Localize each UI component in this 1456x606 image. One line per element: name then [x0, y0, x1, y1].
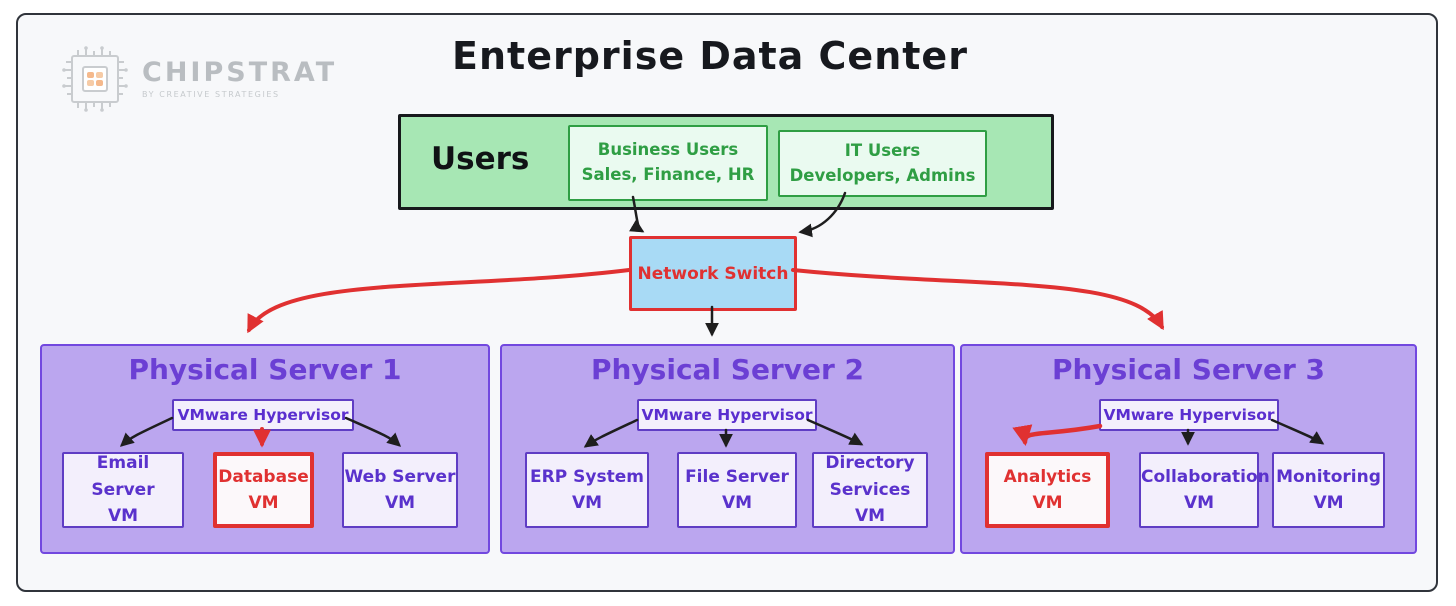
hypervisor-node: VMware Hypervisor — [637, 399, 817, 431]
vm-suffix: VM — [1183, 493, 1215, 513]
physical-server-2: Physical Server 2 VMware Hypervisor ERP … — [500, 344, 955, 554]
users-panel: Users Business Users Sales, Finance, HR … — [398, 114, 1054, 210]
vm-analytics: Analytics VM — [985, 452, 1110, 528]
physical-server-3: Physical Server 3 VMware Hypervisor Anal… — [960, 344, 1417, 554]
vm-file-server: File Server VM — [677, 452, 797, 528]
vm-suffix: VM — [107, 506, 139, 527]
vm-name: ERP System — [530, 466, 644, 487]
brand-tagline: BY CREATIVE STRATEGIES — [142, 90, 280, 99]
vm-suffix: VM — [1313, 493, 1344, 513]
server-title: Physical Server 1 — [128, 353, 402, 386]
chip-icon — [62, 46, 128, 112]
vm-suffix: VM — [384, 493, 416, 513]
user-group-subtitle: Developers, Admins — [789, 165, 976, 185]
users-label: Users — [431, 141, 530, 177]
hypervisor-node: VMware Hypervisor — [172, 399, 354, 431]
vm-collaboration: Collaboration VM — [1139, 452, 1270, 528]
vm-name: Directory — [825, 453, 915, 474]
vm-name: Analytics — [1003, 466, 1092, 487]
server-title: Physical Server 3 — [1051, 353, 1326, 386]
brand-text: CHIPSTRAT BY CREATIVE STRATEGIES — [142, 59, 337, 99]
user-group-business: Business Users Sales, Finance, HR — [568, 125, 768, 201]
vm-name: Monitoring — [1276, 466, 1381, 487]
user-group-subtitle: Sales, Finance, HR — [581, 165, 755, 184]
vm-suffix: Services VM — [829, 479, 911, 527]
vm-monitoring: Monitoring VM — [1272, 452, 1385, 528]
hypervisor-node: VMware Hypervisor — [1099, 399, 1279, 431]
vm-name: File Server — [685, 466, 789, 487]
vm-email-server: Email Server VM — [62, 452, 184, 528]
brand-logo: CHIPSTRAT BY CREATIVE STRATEGIES — [62, 46, 337, 112]
network-switch-label: Network Switch — [637, 263, 789, 284]
brand-name: CHIPSTRAT — [142, 57, 338, 88]
vm-suffix: VM — [721, 493, 753, 513]
vm-erp-system: ERP System VM — [525, 452, 649, 528]
physical-server-1: Physical Server 1 VMware Hypervisor Emai… — [40, 344, 490, 554]
vm-name: Web Server — [344, 466, 456, 487]
vm-suffix: VM — [248, 493, 279, 513]
vm-web-server: Web Server VM — [342, 452, 458, 528]
vm-suffix: VM — [1032, 493, 1063, 513]
vm-name: Collaboration — [1141, 466, 1270, 487]
user-group-it: IT Users Developers, Admins — [778, 130, 987, 197]
user-group-title: Business Users — [597, 140, 739, 160]
vm-directory-services: Directory Services VM — [812, 452, 928, 528]
vm-database: Database VM — [213, 452, 314, 528]
network-switch-node: Network Switch — [629, 236, 797, 311]
vm-name: Database — [218, 466, 309, 487]
vm-name: Email Server — [91, 453, 155, 500]
page-title: Enterprise Data Center — [452, 34, 968, 78]
server-title: Physical Server 2 — [590, 353, 865, 386]
user-group-title: IT Users — [844, 140, 921, 160]
vm-suffix: VM — [571, 493, 603, 513]
